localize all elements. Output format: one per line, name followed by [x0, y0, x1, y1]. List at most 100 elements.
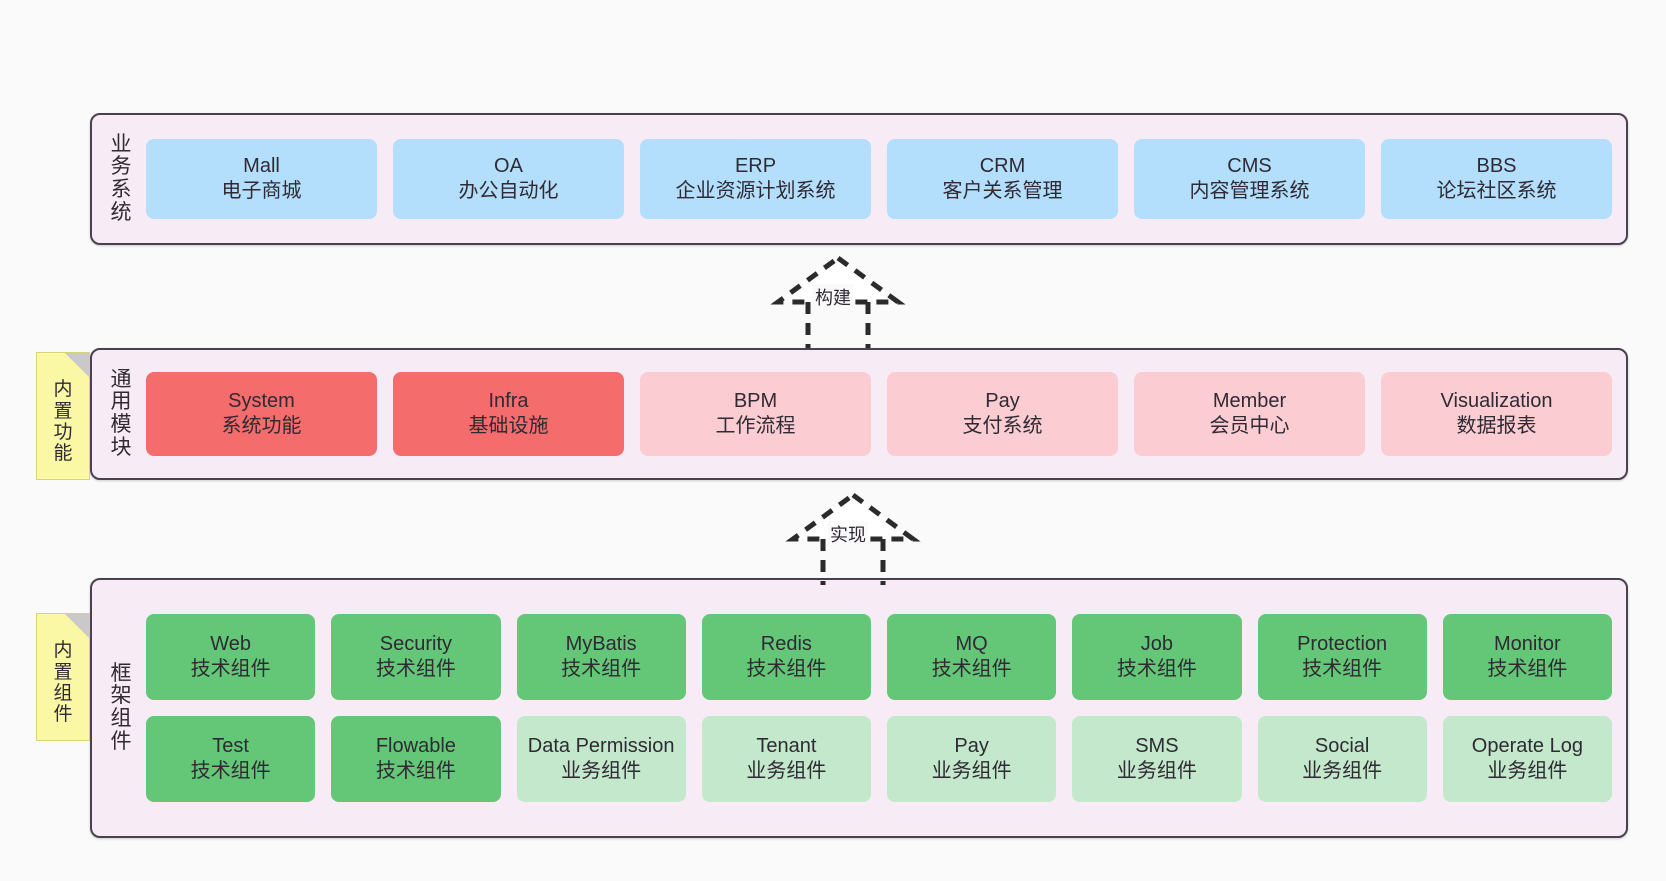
layer-body-business: Mall 电子商城 OA 办公自动化 ERP 企业资源计划系统 CRM 客户关系… — [138, 115, 1626, 243]
node-subtitle: 技术组件 — [1302, 658, 1383, 680]
node-title: Test — [212, 735, 249, 757]
node-title: Mall — [243, 155, 280, 177]
node-bpm[interactable]: BPM 工作流程 — [640, 372, 871, 456]
node-subtitle: 电子商城 — [221, 180, 302, 202]
node-social[interactable]: Social 业务组件 — [1257, 716, 1427, 802]
node-subtitle: 企业资源计划系统 — [675, 180, 836, 202]
node-subtitle: 办公自动化 — [458, 180, 559, 202]
node-title: Infra — [488, 390, 529, 412]
node-sms[interactable]: SMS 业务组件 — [1072, 716, 1242, 802]
node-job[interactable]: Job 技术组件 — [1072, 614, 1242, 700]
node-title: Pay — [985, 390, 1020, 412]
node-subtitle: 工作流程 — [715, 415, 796, 437]
node-title: BPM — [733, 390, 778, 412]
node-data-permission[interactable]: Data Permission 业务组件 — [516, 716, 686, 802]
node-title: Operate Log — [1471, 735, 1583, 757]
layer-title-framework: 框架组件 — [110, 661, 132, 753]
layer-body-framework: Web 技术组件 Security 技术组件 MyBatis 技术组件 Redi… — [138, 580, 1626, 836]
node-title: Pay — [954, 735, 989, 757]
layer-body-modules: System 系统功能 Infra 基础设施 BPM 工作流程 Pay 支付系统… — [138, 350, 1626, 478]
node-subtitle: 业务组件 — [1302, 760, 1383, 782]
node-title: Visualization — [1440, 390, 1553, 412]
layer-title-business: 业务系统 — [110, 132, 132, 224]
node-tenant[interactable]: Tenant 业务组件 — [701, 716, 871, 802]
node-subtitle: 技术组件 — [1487, 658, 1568, 680]
node-subtitle: 技术组件 — [931, 658, 1012, 680]
node-subtitle: 业务组件 — [931, 760, 1012, 782]
node-erp[interactable]: ERP 企业资源计划系统 — [640, 139, 871, 219]
node-system[interactable]: System 系统功能 — [146, 372, 377, 456]
layer-business-systems: 业务系统 Mall 电子商城 OA 办公自动化 ERP 企业资源计划系统 CRM… — [90, 113, 1628, 245]
node-test[interactable]: Test 技术组件 — [146, 716, 316, 802]
node-redis[interactable]: Redis 技术组件 — [701, 614, 871, 700]
node-title: System — [228, 390, 295, 412]
node-subtitle: 会员中心 — [1209, 415, 1290, 437]
node-subtitle: 技术组件 — [190, 760, 271, 782]
connector-implement-label: 实现 — [828, 521, 868, 547]
node-subtitle: 技术组件 — [561, 658, 642, 680]
node-title: ERP — [734, 155, 777, 177]
node-title: Social — [1314, 735, 1370, 757]
node-row: Web 技术组件 Security 技术组件 MyBatis 技术组件 Redi… — [146, 614, 1612, 700]
node-security[interactable]: Security 技术组件 — [331, 614, 501, 700]
connector-build: 构建 — [750, 248, 930, 348]
node-subtitle: 技术组件 — [190, 658, 271, 680]
node-subtitle: 业务组件 — [1487, 760, 1568, 782]
node-pay-component[interactable]: Pay 业务组件 — [887, 716, 1057, 802]
node-title: Tenant — [756, 735, 817, 757]
node-cms[interactable]: CMS 内容管理系统 — [1134, 139, 1365, 219]
node-title: MyBatis — [565, 633, 637, 655]
node-title: Flowable — [375, 735, 456, 757]
node-title: CMS — [1227, 155, 1272, 177]
node-crm[interactable]: CRM 客户关系管理 — [887, 139, 1118, 219]
node-subtitle: 内容管理系统 — [1189, 180, 1310, 202]
layer-title-modules: 通用模块 — [110, 367, 132, 459]
node-pay-module[interactable]: Pay 支付系统 — [887, 372, 1118, 456]
node-subtitle: 基础设施 — [468, 415, 549, 437]
node-oa[interactable]: OA 办公自动化 — [393, 139, 624, 219]
sticky-note-builtin-components: 内置组件 — [36, 613, 90, 741]
node-web[interactable]: Web 技术组件 — [146, 614, 316, 700]
node-title: Job — [1140, 633, 1173, 655]
node-protection[interactable]: Protection 技术组件 — [1257, 614, 1427, 700]
node-title: MQ — [955, 633, 988, 655]
node-subtitle: 技术组件 — [375, 760, 456, 782]
node-subtitle: 业务组件 — [561, 760, 642, 782]
connector-implement: 实现 — [765, 485, 945, 585]
node-bbs[interactable]: BBS 论坛社区系统 — [1381, 139, 1612, 219]
node-mall[interactable]: Mall 电子商城 — [146, 139, 377, 219]
node-title: BBS — [1476, 155, 1517, 177]
node-subtitle: 客户关系管理 — [942, 180, 1063, 202]
node-subtitle: 业务组件 — [1116, 760, 1197, 782]
node-row: Test 技术组件 Flowable 技术组件 Data Permission … — [146, 716, 1612, 802]
page-fold-icon — [65, 353, 89, 377]
page-fold-icon — [65, 614, 89, 638]
node-title: Monitor — [1494, 633, 1561, 655]
node-mq[interactable]: MQ 技术组件 — [887, 614, 1057, 700]
node-flowable[interactable]: Flowable 技术组件 — [331, 716, 501, 802]
node-member[interactable]: Member 会员中心 — [1134, 372, 1365, 456]
node-row: Mall 电子商城 OA 办公自动化 ERP 企业资源计划系统 CRM 客户关系… — [146, 139, 1612, 219]
layer-common-modules: 通用模块 System 系统功能 Infra 基础设施 BPM 工作流程 Pay… — [90, 348, 1628, 480]
node-visualization[interactable]: Visualization 数据报表 — [1381, 372, 1612, 456]
node-subtitle: 技术组件 — [1116, 658, 1197, 680]
node-subtitle: 业务组件 — [746, 760, 827, 782]
node-title: Member — [1212, 390, 1287, 412]
node-title: Redis — [760, 633, 812, 655]
node-subtitle: 支付系统 — [962, 415, 1043, 437]
node-subtitle: 系统功能 — [221, 415, 302, 437]
node-operate-log[interactable]: Operate Log 业务组件 — [1442, 716, 1612, 802]
node-mybatis[interactable]: MyBatis 技术组件 — [516, 614, 686, 700]
node-subtitle: 数据报表 — [1456, 415, 1537, 437]
node-subtitle: 论坛社区系统 — [1436, 180, 1557, 202]
node-title: Web — [210, 633, 251, 655]
sticky-note-text: 内置组件 — [53, 640, 73, 726]
node-monitor[interactable]: Monitor 技术组件 — [1442, 614, 1612, 700]
node-title: OA — [494, 155, 523, 177]
sticky-note-builtin-features: 内置功能 — [36, 352, 90, 480]
node-infra[interactable]: Infra 基础设施 — [393, 372, 624, 456]
node-title: SMS — [1135, 735, 1179, 757]
node-title: CRM — [979, 155, 1026, 177]
node-subtitle: 技术组件 — [375, 658, 456, 680]
